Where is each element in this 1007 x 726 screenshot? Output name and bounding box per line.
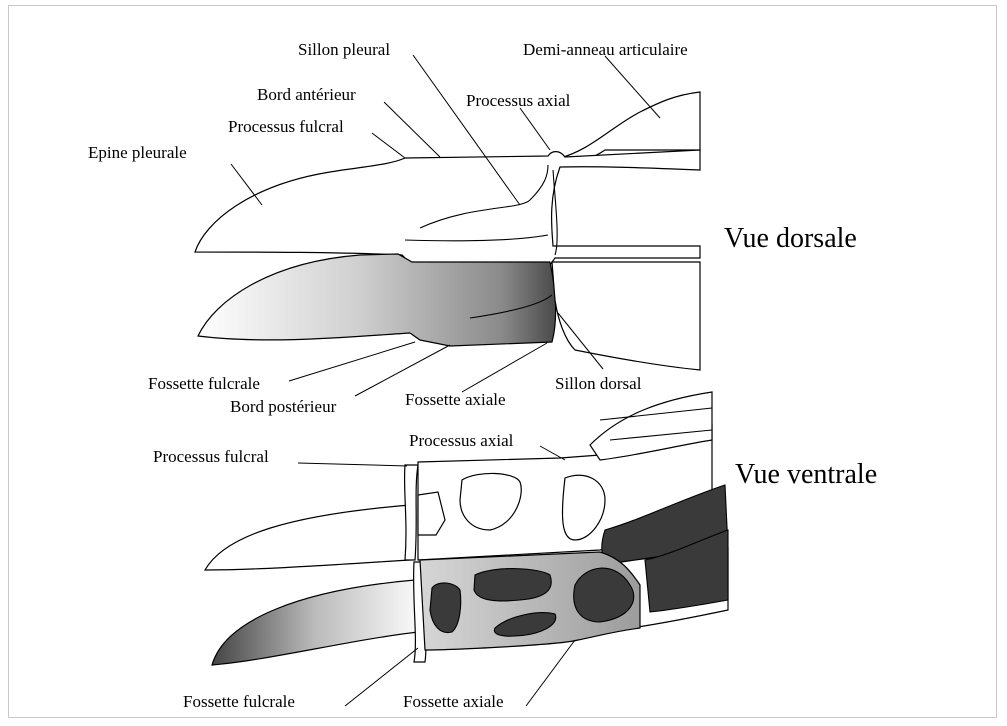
ventral-lower-spine xyxy=(212,580,418,665)
ventral-cavity-2 xyxy=(474,569,551,601)
label-bord-anterieur: Bord antérieur xyxy=(257,85,356,104)
label-bord-posterieur: Bord postérieur xyxy=(230,397,337,416)
upper-pleura xyxy=(195,150,700,265)
label-epine-pleurale: Epine pleurale xyxy=(88,143,187,162)
label-processus-fulcral-dorsal: Processus fulcral xyxy=(228,117,344,136)
lower-pleura-shaded xyxy=(198,254,556,346)
label-fossette-axiale-dorsal: Fossette axiale xyxy=(405,390,506,409)
dorsal-axis xyxy=(552,262,700,370)
label-vue-dorsale: Vue dorsale xyxy=(724,223,857,254)
label-processus-axial-dorsal: Processus axial xyxy=(466,91,571,110)
ventral-cavity-1 xyxy=(430,583,461,633)
label-processus-fulcral-ventral: Processus fulcral xyxy=(153,447,269,466)
label-sillon-pleural: Sillon pleural xyxy=(298,40,390,59)
label-fossette-fulcrale-dorsal: Fossette fulcrale xyxy=(148,374,260,393)
label-demi-anneau: Demi-anneau articulaire xyxy=(523,40,688,59)
fulcral-bar-upper xyxy=(405,465,418,560)
label-vue-ventrale: Vue ventrale xyxy=(735,459,877,490)
label-sillon-dorsal: Sillon dorsal xyxy=(555,374,642,393)
label-fossette-fulcrale-ventral: Fossette fulcrale xyxy=(183,692,295,711)
ventral-upper-spine xyxy=(205,505,410,570)
label-processus-axial-ventral: Processus axial xyxy=(409,431,514,450)
label-fossette-axiale-ventral: Fossette axiale xyxy=(403,692,504,711)
